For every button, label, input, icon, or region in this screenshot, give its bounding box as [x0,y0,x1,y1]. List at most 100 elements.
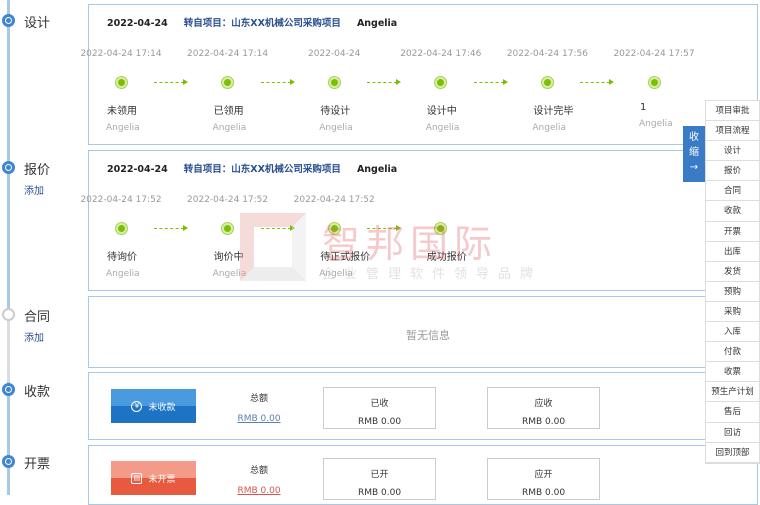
step-user [381,269,501,279]
step-dot [541,77,553,88]
menu-item[interactable]: 合同 [706,181,759,202]
value: RMB 0.00 [357,488,402,498]
menu-item[interactable]: 设计 [706,141,759,162]
timeline-node [2,14,15,27]
arrow-right-icon [367,79,402,85]
arrow-right-icon [260,225,295,231]
step-time: 2022-04-24 17:52 [293,195,375,205]
menu-item[interactable]: 出库 [706,242,759,262]
step-time: 2022-04-24 17:57 [613,49,695,59]
process-step: 2022-04-24 待设计 Angelia [274,49,394,133]
step-time: 2022-04-24 17:14 [80,49,162,59]
timeline-line [7,320,10,382]
timeline-line [7,382,10,495]
quote-card: 2022-04-24 转自项目：山东XX机械公司采购项目 Angelia 2022-… [80,150,758,291]
menu-item[interactable]: 项目审批 [706,101,759,122]
step-dot [222,223,234,234]
step-time: 2022-04-24 17:52 [80,195,162,205]
add-quote-link[interactable]: 添加 [24,186,44,197]
button-label: 未开票 [148,474,176,485]
timeline-node [2,308,15,321]
date: 2022-04-24 [107,18,168,29]
process-step: 2022-04-24 17:14 已领用 Angelia [168,49,288,133]
step-user: Angelia [532,123,567,133]
step-user: Angelia [319,123,353,133]
collapse-button[interactable]: 收缩→ [683,126,705,182]
invoice-icon: ▤ [131,472,143,484]
timeline-node [2,455,15,468]
total-label: 总额 [249,394,268,404]
label: 应收 [534,399,553,409]
step-user: Angelia [425,123,460,133]
yen-circle-icon: ¥ [131,400,143,412]
uninvoiced-button[interactable]: ▤ 未开票 [111,461,196,495]
timeline-line [7,0,10,320]
label: 已收 [370,399,389,409]
step-label: 待设计 [320,106,351,117]
step-dot [222,77,234,88]
project-link[interactable]: 转自项目：山东XX机械公司采购项目 [183,164,341,175]
label: 应开 [534,470,553,480]
section-label-quote: 报价 [24,163,51,178]
menu-item[interactable]: 发货 [706,262,759,282]
menu-item[interactable]: 项目流程 [706,121,759,142]
total-link[interactable]: RMB 0.00 [237,486,281,496]
menu-item[interactable]: 收款 [706,201,759,222]
value: RMB 0.00 [521,488,566,498]
menu-item[interactable]: 回到顶部 [706,443,759,463]
contract-card: 暂无信息 [88,296,758,368]
step-user: Angelia [106,123,140,133]
step-dot [115,77,127,88]
menu-item[interactable]: 预生产计划 [706,382,759,403]
menu-item[interactable]: 售后 [706,402,759,423]
step-dot [435,77,447,88]
total-label: 总额 [249,466,268,476]
total-link[interactable]: RMB 0.00 [237,414,281,424]
arrow-right-icon: → [689,162,699,173]
date: 2022-04-24 [107,164,168,175]
menu-item[interactable]: 预购 [706,282,759,302]
process-step: 2022-04-24 17:14 未领用 Angelia [61,49,181,133]
step-user: Angelia [212,123,247,133]
step-label: 已领用 [213,106,244,117]
arrow-right-icon [154,79,188,85]
arrow-right-icon [260,79,295,85]
unpaid-button[interactable]: ¥未收款 [111,389,196,423]
step-label: 成功报价 [426,252,467,263]
total: 总额 RMB 0.00 [229,391,289,424]
step-dot [648,77,660,88]
menu-item[interactable]: 付款 [706,342,759,363]
section-label-payment: 收款 [24,385,51,400]
menu-item[interactable]: 回访 [706,423,759,443]
arrow-right-icon [473,79,508,85]
step-label: 询价中 [213,252,244,263]
step-time: 2022-04-24 17:52 [187,195,269,205]
due-box: 应收 RMB 0.00 [487,387,600,429]
step-time [381,195,501,205]
menu-item[interactable]: 报价 [706,161,759,182]
project-link[interactable]: 转自项目：山东XX机械公司采购项目 [183,18,341,29]
step-time: 2022-04-24 [308,49,361,59]
menu-item[interactable]: 收票 [706,362,759,383]
section-label-contract: 合同 [24,310,51,325]
step-user: Angelia [319,269,353,279]
step-label: 未领用 [107,106,137,117]
step-dot [435,223,447,234]
value: RMB 0.00 [521,417,566,427]
step-time: 2022-04-24 17:14 [187,49,269,59]
add-contract-link[interactable]: 添加 [24,333,44,344]
step-time: 2022-04-24 17:46 [400,49,482,59]
menu-item[interactable]: 入库 [706,322,759,343]
arrow-right-icon [367,225,402,231]
menu-item[interactable]: 采购 [706,302,759,323]
timeline-node [2,383,15,396]
section-label-design: 设计 [24,16,51,31]
menu-item[interactable]: 开票 [706,222,759,242]
step-label: 待询价 [107,252,137,263]
